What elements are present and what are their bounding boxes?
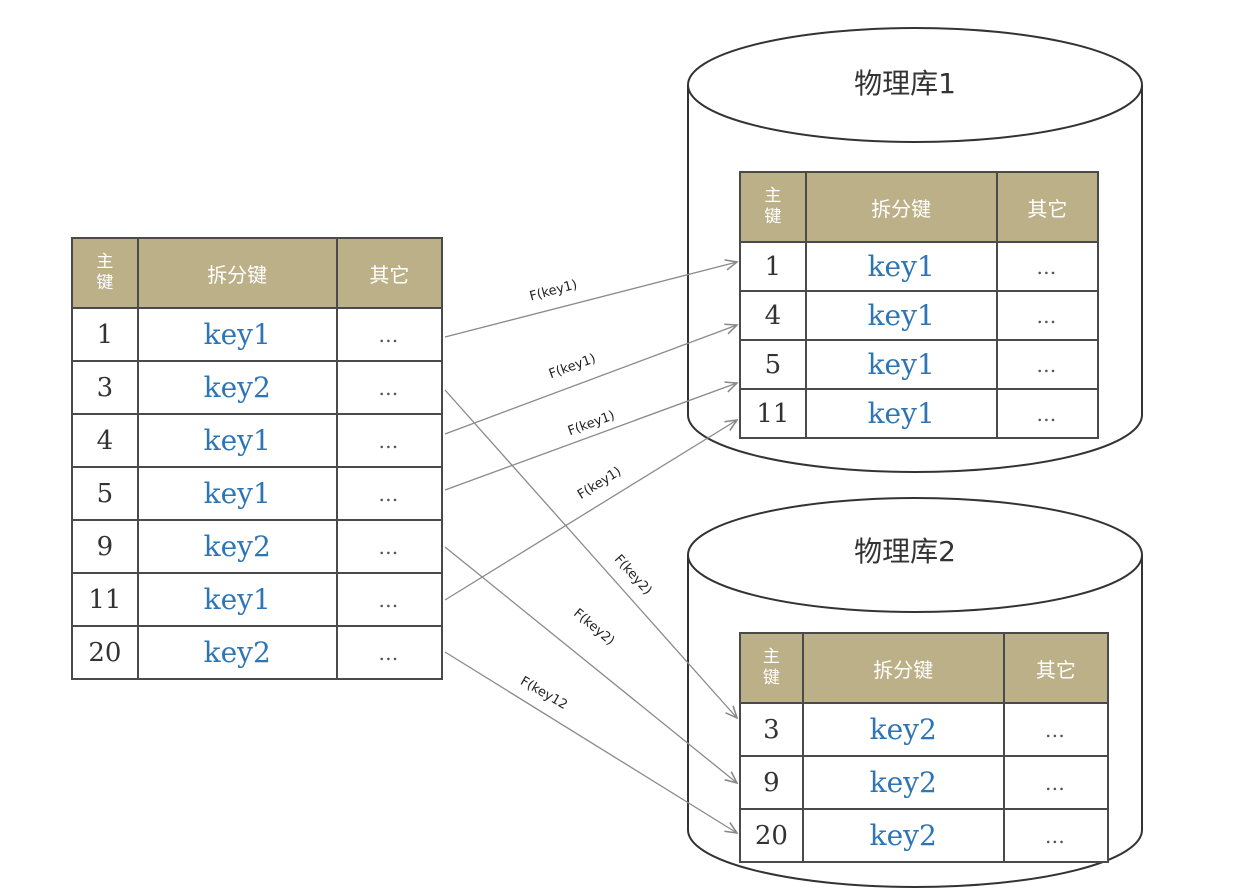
- cell-other: …: [335, 466, 444, 521]
- arrow-row20-to-db2: [444, 651, 737, 833]
- cell-id: 9: [71, 519, 139, 574]
- cell-id: 5: [71, 466, 139, 521]
- cell-other: …: [335, 307, 444, 362]
- cell-key: key1: [136, 572, 338, 627]
- arrow-row3-to-db2: [444, 389, 737, 718]
- cell-id: 5: [739, 339, 807, 390]
- header-other: 其它: [995, 171, 1100, 243]
- cell-key: key1: [136, 307, 338, 362]
- cell-other: …: [995, 241, 1100, 292]
- cell-other: …: [335, 572, 444, 627]
- cell-key: key1: [136, 413, 338, 468]
- header-other: 其它: [1002, 632, 1110, 704]
- db1-title: 物理库1: [854, 67, 956, 100]
- header-pk: 主键: [739, 632, 804, 704]
- cell-id: 1: [71, 307, 139, 362]
- cell-other: …: [995, 290, 1100, 341]
- header-other: 其它: [335, 237, 444, 309]
- cell-key: key1: [804, 241, 998, 292]
- cell-other: …: [335, 360, 444, 415]
- arrow-row11-to-db1: [444, 420, 737, 601]
- header-split-key: 拆分键: [804, 171, 998, 243]
- table-header-row: 主键 拆分键 其它: [739, 171, 1100, 243]
- cell-id: 3: [71, 360, 139, 415]
- cell-id: 9: [739, 755, 804, 810]
- cell-id: 11: [71, 572, 139, 627]
- cell-other: …: [1002, 702, 1110, 757]
- header-split-key: 拆分键: [801, 632, 1005, 704]
- cell-key: key2: [801, 755, 1005, 810]
- cell-other: …: [995, 339, 1100, 390]
- arrow-row1-to-db1: [444, 262, 737, 338]
- cell-other: …: [1002, 808, 1110, 863]
- cell-id: 4: [71, 413, 139, 468]
- cell-other: …: [335, 413, 444, 468]
- cell-key: key2: [801, 808, 1005, 863]
- cell-id: 11: [739, 388, 807, 439]
- header-pk: 主键: [71, 237, 139, 309]
- arrow-row9-to-db2: [444, 546, 737, 783]
- table-header-row: 主键 拆分键 其它: [739, 632, 1110, 704]
- cell-id: 3: [739, 702, 804, 757]
- cell-id: 4: [739, 290, 807, 341]
- table-header-row: 主键 拆分键 其它: [71, 237, 444, 309]
- db2-title: 物理库2: [854, 535, 956, 568]
- cell-id: 1: [739, 241, 807, 292]
- mapping-arrows: [444, 262, 737, 833]
- cell-key: key1: [804, 388, 998, 439]
- arrow-row4-to-db1: [444, 325, 737, 435]
- cell-other: …: [335, 519, 444, 574]
- arrow-row5-to-db1: [444, 383, 737, 491]
- header-pk: 主键: [739, 171, 807, 243]
- cell-key: key1: [804, 339, 998, 390]
- cell-key: key2: [801, 702, 1005, 757]
- cell-key: key2: [136, 360, 338, 415]
- cell-other: …: [335, 625, 444, 680]
- cell-other: …: [1002, 755, 1110, 810]
- cell-key: key1: [804, 290, 998, 341]
- header-split-key: 拆分键: [136, 237, 338, 309]
- cell-id: 20: [71, 625, 139, 680]
- cell-key: key2: [136, 625, 338, 680]
- cell-other: …: [995, 388, 1100, 439]
- cell-key: key1: [136, 466, 338, 521]
- cell-key: key2: [136, 519, 338, 574]
- cell-id: 20: [739, 808, 804, 863]
